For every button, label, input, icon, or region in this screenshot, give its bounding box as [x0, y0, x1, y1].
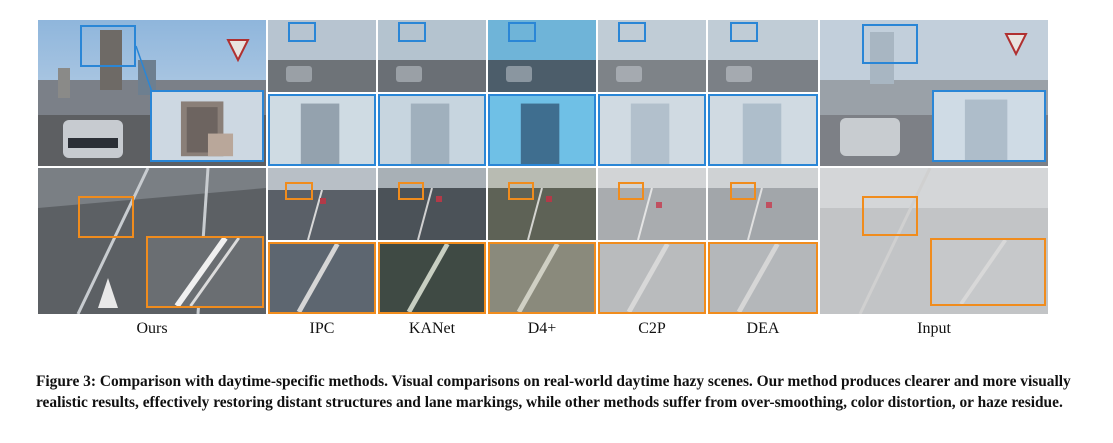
- column-label-ipc: IPC: [309, 320, 335, 337]
- column-label-d4plus: D4+: [527, 320, 557, 337]
- ipc-road-image: [268, 168, 376, 240]
- dea-city-image: [708, 20, 818, 92]
- kanet-city-image: [378, 20, 486, 92]
- figure-caption: Figure 3: Comparison with daytime-specif…: [36, 372, 1081, 413]
- c2p-road-marker: [618, 182, 644, 200]
- c2p-road-image: [598, 168, 706, 240]
- ours-road-zoom-inset: [146, 236, 264, 308]
- ours-city-zoom-inset: [150, 90, 264, 162]
- d4-city-marker: [508, 22, 536, 42]
- c2p-city-image: [598, 20, 706, 92]
- dea-road-marker: [730, 182, 756, 200]
- kanet-road-image: [378, 168, 486, 240]
- column-label-ours: Ours: [136, 320, 168, 337]
- dea-road-zoom: [708, 242, 818, 314]
- column-label-dea: DEA: [746, 320, 780, 337]
- kanet-road-marker: [398, 182, 424, 200]
- ipc-city-marker: [288, 22, 316, 42]
- d4-city-image: [488, 20, 596, 92]
- input-city-zoom-inset: [932, 90, 1046, 162]
- caption-text: Comparison with daytime-specific methods…: [36, 373, 1071, 411]
- column-label-input: Input: [917, 320, 951, 337]
- d4-city-zoom: [488, 94, 596, 166]
- ipc-city-zoom: [268, 94, 376, 166]
- d4-road-image: [488, 168, 596, 240]
- ipc-road-zoom: [268, 242, 376, 314]
- d4-road-marker: [508, 182, 534, 200]
- kanet-city-zoom: [378, 94, 486, 166]
- column-label-kanet: KANet: [408, 320, 456, 337]
- c2p-city-zoom: [598, 94, 706, 166]
- dea-city-marker: [730, 22, 758, 42]
- kanet-city-marker: [398, 22, 426, 42]
- ours-road-zoom-marker: [78, 196, 134, 238]
- dea-road-image: [708, 168, 818, 240]
- caption-prefix: Figure 3:: [36, 373, 96, 390]
- dea-city-zoom: [708, 94, 818, 166]
- input-road-zoom-inset: [930, 238, 1046, 306]
- c2p-city-marker: [618, 22, 646, 42]
- kanet-road-zoom: [378, 242, 486, 314]
- c2p-road-zoom: [598, 242, 706, 314]
- input-road-zoom-marker: [862, 196, 918, 236]
- input-city-zoom-marker: [862, 24, 918, 64]
- d4-road-zoom: [488, 242, 596, 314]
- ours-city-zoom-marker: [80, 25, 136, 67]
- column-label-c2p: C2P: [638, 320, 666, 337]
- ipc-city-image: [268, 20, 376, 92]
- ipc-road-marker: [285, 182, 313, 200]
